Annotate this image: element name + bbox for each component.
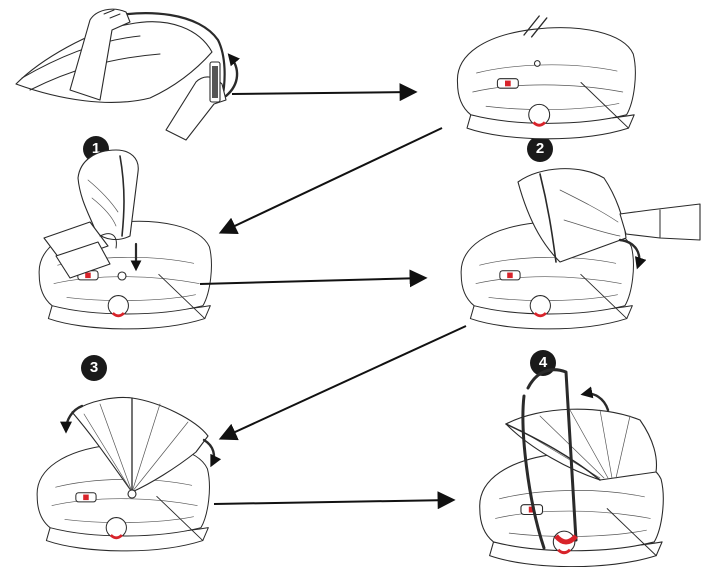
flow-arrow-4: [218, 325, 467, 441]
step-3-number: 3: [89, 359, 99, 376]
flow-arrow-2: [218, 127, 443, 234]
step-3-badge: 3: [81, 355, 107, 381]
step-1-illustration: [37, 149, 213, 331]
step-4-number: 4: [538, 354, 548, 371]
step-2-number: 2: [535, 140, 545, 157]
canopy-fabric-illustration: [15, 8, 240, 141]
flow-arrow-5: [213, 491, 456, 510]
step-3-illustration: [35, 397, 222, 553]
step-4-illustration: [478, 368, 665, 567]
step-2-illustration: [459, 168, 701, 331]
car-seat-base-illustration: [455, 15, 637, 141]
step-2-badge: 2: [527, 136, 553, 162]
step-1-number: 1: [91, 140, 101, 157]
flow-arrow-3: [199, 269, 428, 288]
flow-arrow-1: [231, 83, 418, 102]
